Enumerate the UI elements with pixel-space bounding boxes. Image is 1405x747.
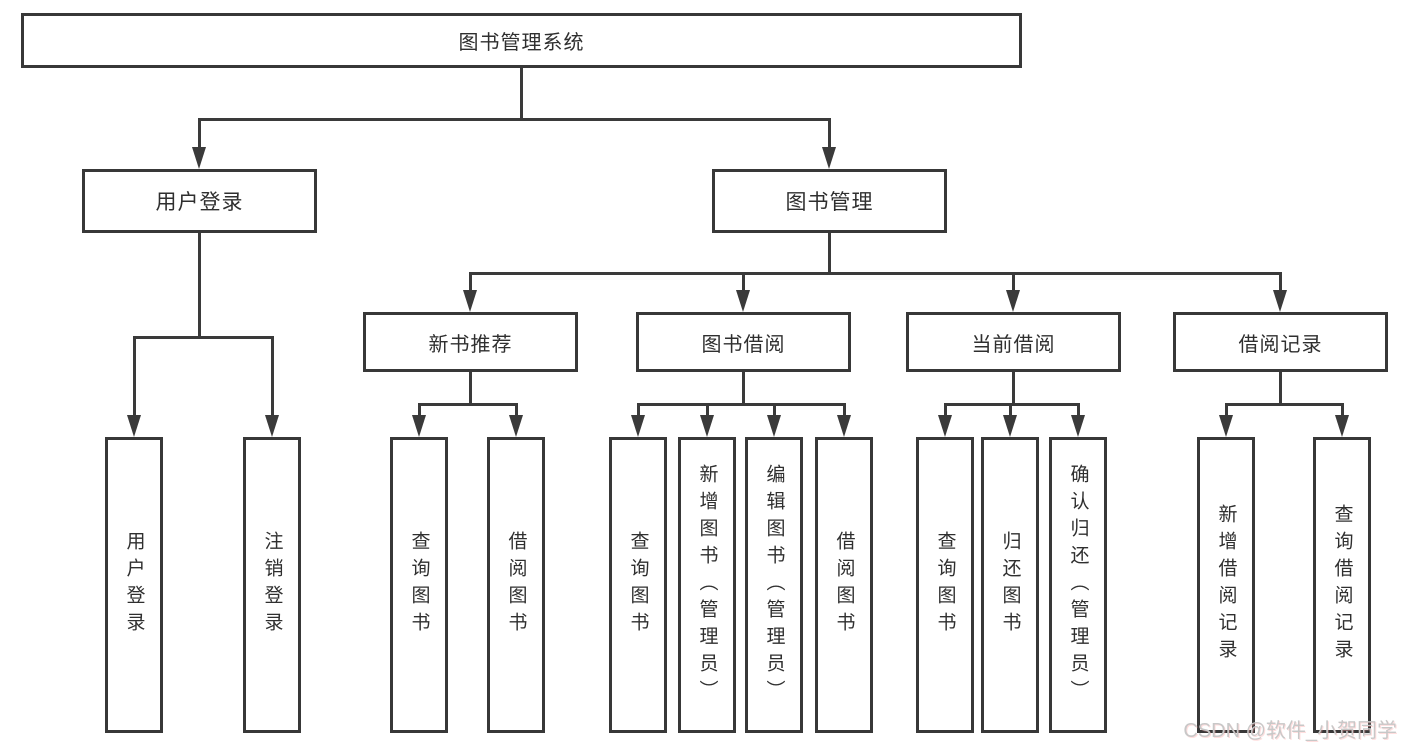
connector-leaf-confirm-return-drop — [1077, 403, 1080, 415]
node-new-book-recommend: 新书推荐 — [363, 312, 578, 372]
leaf-return-books: 归还图书 — [981, 437, 1039, 733]
leaf-logout: 注销登录 — [243, 437, 301, 733]
leaf-borrow-books-recommend: 借阅图书 — [487, 437, 545, 733]
connector-current-borrow-stem — [1012, 372, 1015, 403]
connector-leaf-borrow1-drop — [515, 403, 518, 415]
node-borrow-records: 借阅记录 — [1173, 312, 1388, 372]
arrowhead-leaf-query1 — [412, 415, 426, 437]
connector-leaf-logout-drop — [271, 336, 274, 415]
node-user-login-label: 用户登录 — [155, 191, 244, 214]
connector-leaf-add-book-drop — [706, 403, 709, 415]
connector-borrow-records-stem — [1279, 372, 1282, 403]
connector-level2-bar — [198, 118, 831, 121]
leaf-borrow-books-recommend-label: 借阅图书 — [505, 531, 527, 639]
connector-borrow-records-drop — [1279, 272, 1282, 290]
arrowhead-leaf-query-record — [1335, 415, 1349, 437]
leaf-query-books-recommend: 查询图书 — [390, 437, 448, 733]
leaf-query-books-current: 查询图书 — [916, 437, 974, 733]
connector-leaf-query1-drop — [418, 403, 421, 415]
arrowhead-borrow-records — [1273, 290, 1287, 312]
leaf-logout-label: 注销登录 — [261, 531, 283, 639]
arrowhead-book-borrow — [736, 290, 750, 312]
node-book-management-label: 图书管理 — [785, 191, 874, 214]
node-book-borrow-label: 图书借阅 — [701, 333, 786, 356]
leaf-borrow-books-label: 借阅图书 — [833, 531, 855, 639]
connector-leaf-query2-drop — [637, 403, 640, 415]
connector-level3-bar — [469, 272, 1282, 275]
connector-leaf-query-record-drop — [1341, 403, 1344, 415]
leaf-user-login: 用户登录 — [105, 437, 163, 733]
arrowhead-leaf-return — [1003, 415, 1017, 437]
connector-current-borrow-bar — [944, 403, 1080, 406]
arrowhead-leaf-edit-book — [767, 415, 781, 437]
node-borrow-records-label: 借阅记录 — [1238, 333, 1323, 356]
arrowhead-leaf-borrow2 — [837, 415, 851, 437]
connector-book-management-drop — [828, 118, 831, 147]
arrowhead-leaf-confirm-return — [1071, 415, 1085, 437]
leaf-query-books-borrow: 查询图书 — [609, 437, 667, 733]
node-root-system-label: 图书管理系统 — [458, 32, 585, 54]
leaf-confirm-return-admin-label: 确认归还（管理员） — [1067, 463, 1089, 707]
leaf-query-borrow-record-label: 查询借阅记录 — [1331, 504, 1353, 666]
node-user-login: 用户登录 — [82, 169, 317, 233]
arrowhead-leaf-query3 — [938, 415, 952, 437]
leaf-edit-book-admin: 编辑图书（管理员） — [745, 437, 803, 733]
leaf-add-book-admin-label: 新增图书（管理员） — [696, 463, 718, 707]
connector-leaf-add-record-drop — [1225, 403, 1228, 415]
connector-leaf-edit-book-drop — [773, 403, 776, 415]
connector-current-borrow-drop — [1012, 272, 1015, 290]
leaf-borrow-books: 借阅图书 — [815, 437, 873, 733]
node-root-system: 图书管理系统 — [21, 13, 1022, 68]
leaf-add-book-admin: 新增图书（管理员） — [678, 437, 736, 733]
csdn-watermark: CSDN @软件_小贺同学 — [1183, 720, 1397, 742]
leaf-add-borrow-record-label: 新增借阅记录 — [1215, 504, 1237, 666]
connector-leaf-user-login-drop — [133, 336, 136, 415]
leaf-query-books-recommend-label: 查询图书 — [408, 531, 430, 639]
leaf-query-books-borrow-label: 查询图书 — [627, 531, 649, 639]
arrowhead-leaf-query2 — [631, 415, 645, 437]
connector-root-stem — [520, 68, 523, 118]
leaf-query-books-current-label: 查询图书 — [934, 531, 956, 639]
connector-book-borrow-drop — [742, 272, 745, 290]
node-book-borrow: 图书借阅 — [636, 312, 851, 372]
connector-new-book-bar — [418, 403, 518, 406]
connector-book-borrow-stem — [742, 372, 745, 403]
connector-new-book-stem — [469, 372, 472, 403]
arrowhead-user-login — [192, 147, 206, 169]
connector-book-borrow-bar — [637, 403, 846, 406]
leaf-query-borrow-record: 查询借阅记录 — [1313, 437, 1371, 733]
connector-leaf-borrow2-drop — [843, 403, 846, 415]
node-current-borrow-label: 当前借阅 — [971, 333, 1056, 356]
arrowhead-leaf-user-login — [127, 415, 141, 437]
node-new-book-recommend-label: 新书推荐 — [428, 333, 513, 356]
node-current-borrow: 当前借阅 — [906, 312, 1121, 372]
arrowhead-current-borrow — [1006, 290, 1020, 312]
connector-user-login-drop — [198, 118, 201, 147]
node-book-management: 图书管理 — [712, 169, 947, 233]
connector-book-management-stem — [828, 233, 831, 272]
connector-new-book-drop — [469, 272, 472, 290]
arrowhead-book-management — [822, 147, 836, 169]
leaf-return-books-label: 归还图书 — [999, 531, 1021, 639]
leaf-confirm-return-admin: 确认归还（管理员） — [1049, 437, 1107, 733]
connector-borrow-records-bar — [1225, 403, 1343, 406]
connector-leaf-return-drop — [1009, 403, 1012, 415]
leaf-edit-book-admin-label: 编辑图书（管理员） — [763, 463, 785, 707]
leaf-user-login-label: 用户登录 — [123, 531, 145, 639]
arrowhead-new-book — [463, 290, 477, 312]
leaf-add-borrow-record: 新增借阅记录 — [1197, 437, 1255, 733]
connector-user-login-bar — [133, 336, 274, 339]
connector-user-login-stem — [198, 233, 201, 336]
arrowhead-leaf-add-book — [700, 415, 714, 437]
arrowhead-leaf-add-record — [1219, 415, 1233, 437]
connector-leaf-query3-drop — [944, 403, 947, 415]
arrowhead-leaf-borrow1 — [509, 415, 523, 437]
arrowhead-leaf-logout — [265, 415, 279, 437]
